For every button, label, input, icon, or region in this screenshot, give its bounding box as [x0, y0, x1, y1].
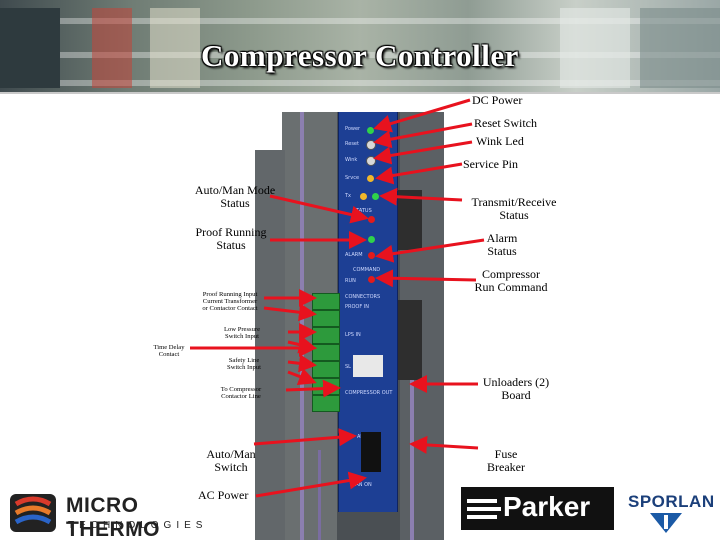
photo-block [92, 8, 132, 88]
label-auto-man-mode-status: Auto/Man Mode Status [194, 183, 276, 210]
micro-thermo-logo: MICRO THERMO TECHNOLOGIES [4, 490, 208, 541]
sporlan-mark-icon [650, 513, 682, 533]
label-dc-power: DC Power [472, 93, 523, 107]
shelf-line [0, 18, 720, 24]
label-unloaders-board: Unloaders (2) Board [482, 375, 550, 402]
board-label: CONNECTORS [345, 294, 381, 300]
reset-button [366, 140, 376, 150]
photo-block [0, 8, 60, 88]
label-proof-running-status: Proof Running Status [195, 225, 267, 252]
label-fuse-breaker: Fuse Breaker [487, 447, 525, 474]
board-label: Reset [345, 141, 359, 147]
header-photo-band: Compressor Controller [0, 0, 720, 92]
terminal-block [312, 395, 340, 412]
label-sticker [353, 355, 383, 377]
parker-logo: Parker [461, 487, 614, 530]
sporlan-logo: SPORLAN [624, 488, 716, 536]
led-power [367, 127, 374, 134]
led-service [367, 175, 374, 182]
terminal-block [312, 361, 340, 378]
parker-mark-icon [467, 499, 501, 519]
label-time-delay-contact: Time Delay Contact [153, 344, 185, 358]
relay-module [396, 190, 422, 250]
wire [318, 450, 321, 540]
board-label: SL IN [345, 364, 358, 370]
terminal-block [312, 310, 340, 327]
led-tx [360, 193, 367, 200]
board-label: Wink [345, 157, 358, 163]
led-alarm [368, 252, 375, 259]
led-red [415, 380, 422, 387]
led-green [415, 440, 422, 447]
board-label: Power [345, 126, 361, 132]
label-transmit-receive-status: Transmit/Receive Status [471, 195, 557, 222]
label-alarm-status: Alarm Status [486, 231, 518, 258]
label-proof-running-input: Proof Running Input Current Transformer … [202, 291, 258, 312]
terminal-block [312, 327, 340, 344]
label-reset-switch: Reset Switch [474, 116, 537, 130]
led-proof-running [368, 236, 375, 243]
label-ac-power: AC Power [198, 488, 249, 502]
label-safety-line-switch-input: Safety Line Switch Input [227, 357, 261, 371]
divider [0, 92, 720, 94]
label-compressor-run-command: Compressor Run Command [474, 267, 548, 294]
board-label: PROOF IN [345, 304, 370, 310]
label-low-pressure-switch-input: Low Pressure Switch Input [223, 326, 261, 340]
auto-man-switch-body [361, 432, 381, 472]
label-wink-led: Wink Led [476, 134, 524, 148]
micro-thermo-sub: TECHNOLOGIES [68, 520, 208, 531]
controller-board: Power Reset Wink Srvce Tx STATUS ALARM C… [338, 112, 398, 512]
label-to-compressor-contactor-line: To Compressor Contactor Line [220, 386, 262, 400]
page-title: Compressor Controller [201, 38, 519, 73]
micro-thermo-name: MICRO THERMO [66, 494, 160, 541]
board-label: MAN ON [351, 482, 372, 488]
terminal-block [312, 378, 340, 395]
wire [300, 112, 304, 540]
board-label: STATUS [353, 208, 372, 214]
led-auto-man [368, 216, 375, 223]
terminal-block [312, 344, 340, 361]
board-label: Tx [345, 193, 352, 199]
wire [410, 380, 414, 540]
board-label: ALARM [345, 252, 363, 258]
label-auto-man-switch: Auto/Man Switch [206, 447, 256, 474]
micro-thermo-mark-icon [10, 494, 56, 532]
board-label: COMMAND [353, 267, 381, 273]
photo-block [560, 8, 630, 88]
board-label: RUN [345, 278, 356, 284]
terminal-block [312, 293, 340, 310]
relay-module [396, 300, 422, 380]
board-label: Srvce [345, 175, 360, 181]
board-label: LPS IN [345, 332, 361, 338]
sporlan-name: SPORLAN [628, 492, 715, 511]
label-service-pin: Service Pin [463, 157, 518, 171]
wink-button [366, 156, 376, 166]
photo-block [640, 8, 720, 88]
photo-block [150, 8, 200, 88]
board-label: COMPRESSOR OUT [345, 390, 393, 396]
shelf-line [0, 52, 720, 58]
led-run [368, 276, 375, 283]
led-rx [372, 193, 379, 200]
shelf-line [0, 80, 720, 86]
parker-name: Parker [503, 491, 591, 522]
